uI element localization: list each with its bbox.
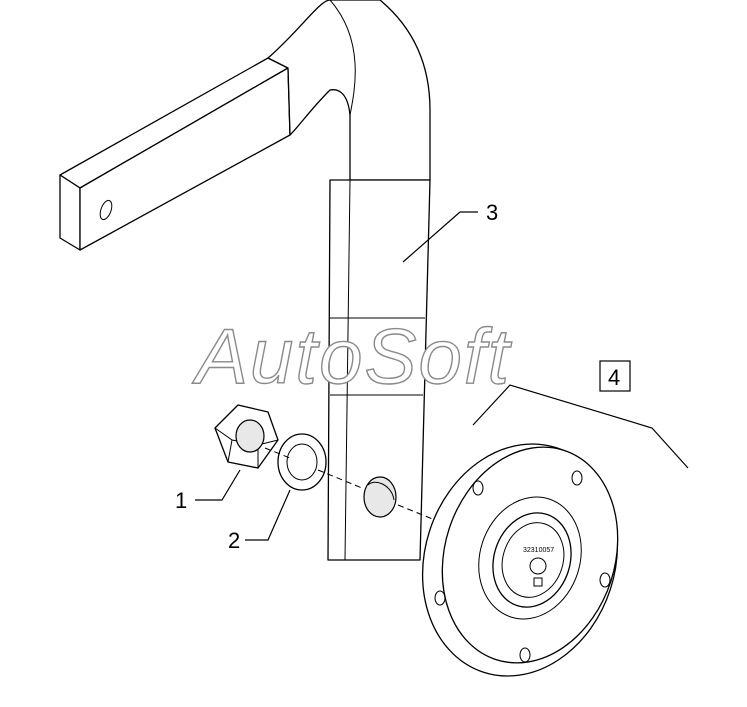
leader-line-1 (195, 469, 241, 501)
hub-label-text: 32310057 (523, 547, 554, 554)
hub-assembly-part: 32310057 (421, 443, 619, 677)
callout-3: 3 (486, 200, 498, 225)
leader-line-4 (472, 384, 689, 469)
arm-part (59, 0, 431, 561)
callout-4-box (599, 360, 631, 392)
leader-line-2 (245, 489, 291, 541)
watermark-text: AutoSoft (192, 312, 513, 400)
callout-4: 4 (608, 365, 620, 390)
leader-line-3 (402, 211, 478, 263)
assembly-axis-line (264, 447, 441, 523)
callout-2: 2 (228, 528, 240, 553)
nut-part (214, 404, 279, 469)
washer-part (277, 433, 327, 491)
callout-1: 1 (175, 488, 187, 513)
